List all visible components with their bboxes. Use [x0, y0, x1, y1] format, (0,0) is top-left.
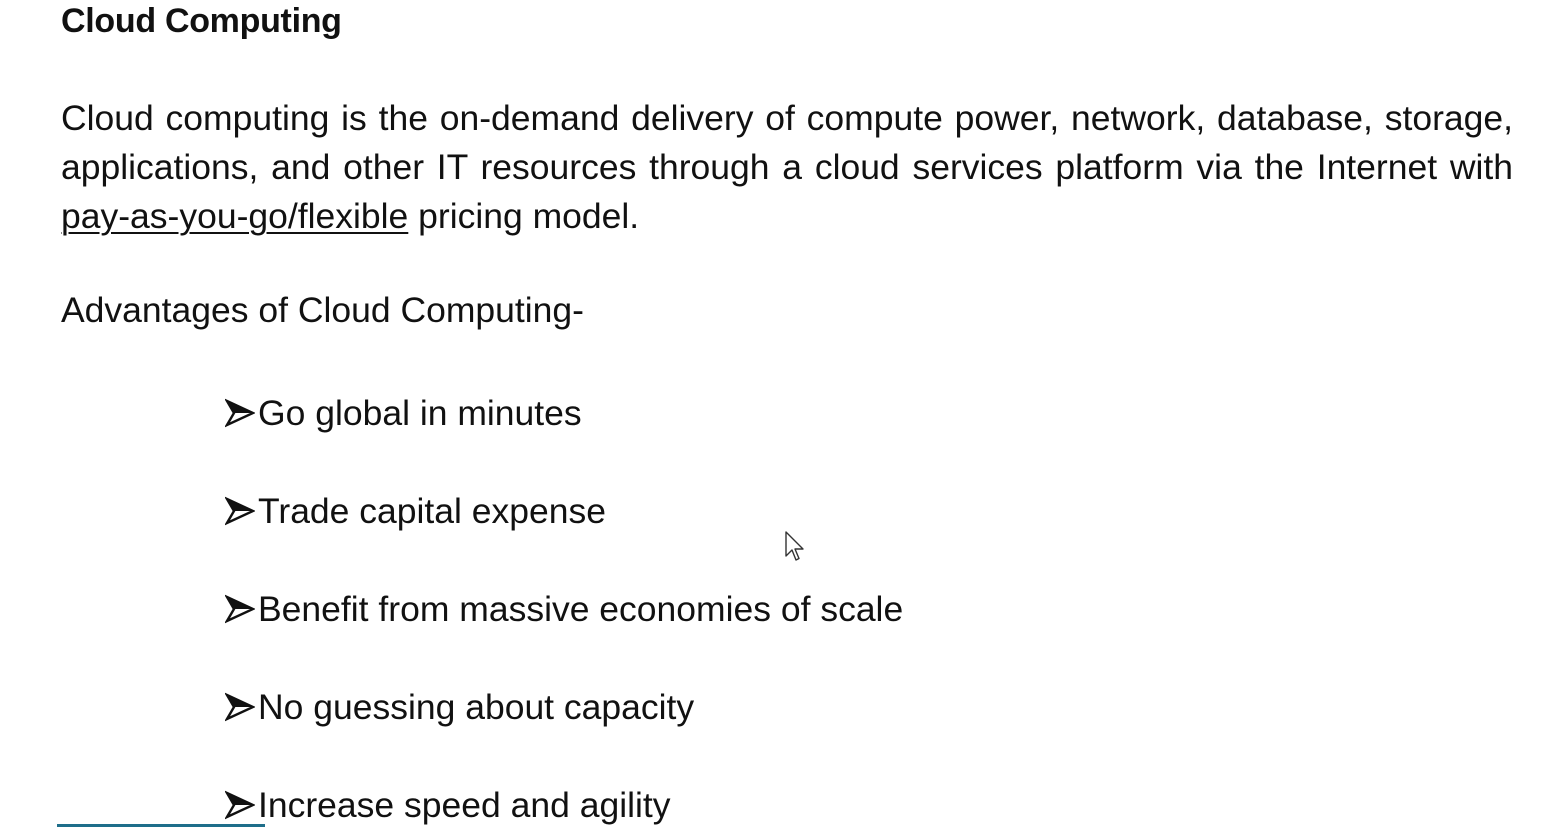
arrowhead-bullet-icon [225, 496, 255, 526]
advantages-heading: Advantages of Cloud Computing- [61, 290, 584, 330]
list-item-label: Benefit from massive economies of scale [258, 588, 904, 629]
definition-paragraph: Cloud computing is the on-demand deliver… [61, 94, 1513, 241]
arrowhead-bullet-icon [225, 790, 255, 820]
arrowhead-bullet-icon [225, 398, 255, 428]
mouse-pointer-icon [785, 531, 804, 561]
list-item: No guessing about capacity [225, 682, 903, 732]
paragraph-text-start: Cloud computing is the on-demand deliver… [61, 98, 1513, 187]
list-item: Increase speed and agility [225, 780, 903, 830]
list-item: Trade capital expense [225, 486, 903, 536]
list-item-label: Go global in minutes [258, 392, 582, 433]
list-item: Go global in minutes [225, 388, 903, 438]
arrowhead-bullet-icon [225, 692, 255, 722]
paragraph-text-end: pricing model. [408, 196, 640, 236]
list-item-label: Increase speed and agility [258, 784, 671, 825]
pricing-link[interactable]: pay-as-you-go/flexible [61, 196, 409, 236]
arrowhead-bullet-icon [225, 594, 255, 624]
list-item-label: No guessing about capacity [258, 686, 695, 727]
page-title: Cloud Computing [61, 2, 342, 40]
list-item: Benefit from massive economies of scale [225, 584, 903, 634]
advantages-list: Go global in minutes Trade capital expen… [225, 388, 903, 830]
list-item-label: Trade capital expense [258, 490, 606, 531]
bottom-divider [57, 824, 265, 827]
